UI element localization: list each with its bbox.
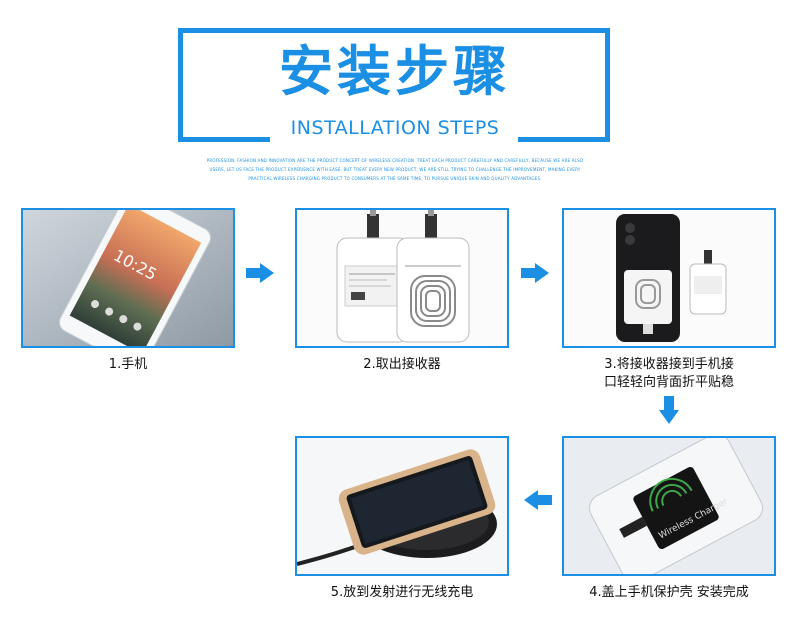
step-4-image: Wireless Charger — [562, 436, 776, 576]
arrow-right-icon — [246, 263, 274, 283]
step-5-caption: 5.放到发射进行无线充电 — [330, 585, 474, 600]
page-title: 安装步骤 — [279, 40, 511, 103]
tagline-line: PRACTICAL WIRELESS CHARGING PRODUCT TO C… — [248, 176, 542, 181]
arrow-down-icon — [659, 396, 679, 424]
receiver-attached-to-phone-photo — [564, 210, 774, 346]
step-5-image — [295, 436, 509, 576]
step-2-image — [295, 208, 509, 348]
step-2-caption: 2.取出接收器 — [363, 357, 441, 372]
step-4-caption: 4.盖上手机保护壳 安装完成 — [589, 585, 749, 600]
step-3-caption-line: 口轻轻向背面折平贴稳 — [603, 375, 734, 390]
phone-on-charging-pad-photo — [297, 438, 507, 574]
tagline-line: USERS, LET US FACE THE PRODUCT EXPERIENC… — [209, 167, 581, 172]
step-3-image — [562, 208, 776, 348]
arrow-right-icon — [521, 263, 549, 283]
step-1-image: 10:25 — [21, 208, 235, 348]
tagline: PROFESSION, FASHION AND INNOVATION ARE T… — [0, 156, 790, 183]
header-frame — [178, 28, 610, 142]
phone-with-case-photo: Wireless Charger — [564, 438, 774, 574]
white-smartphone-photo: 10:25 — [23, 210, 233, 346]
step-1-caption: 1.手机 — [108, 357, 148, 372]
receiver-patches-photo — [297, 210, 507, 346]
arrow-left-icon — [524, 490, 552, 510]
step-3-caption-line: 3.将接收器接到手机接 — [604, 357, 734, 372]
tagline-line: PROFESSION, FASHION AND INNOVATION ARE T… — [206, 158, 584, 163]
page-subtitle: INSTALLATION STEPS — [290, 117, 500, 139]
step-3-caption: 3.将接收器接到手机接 口轻轻向背面折平贴稳 — [562, 356, 776, 392]
